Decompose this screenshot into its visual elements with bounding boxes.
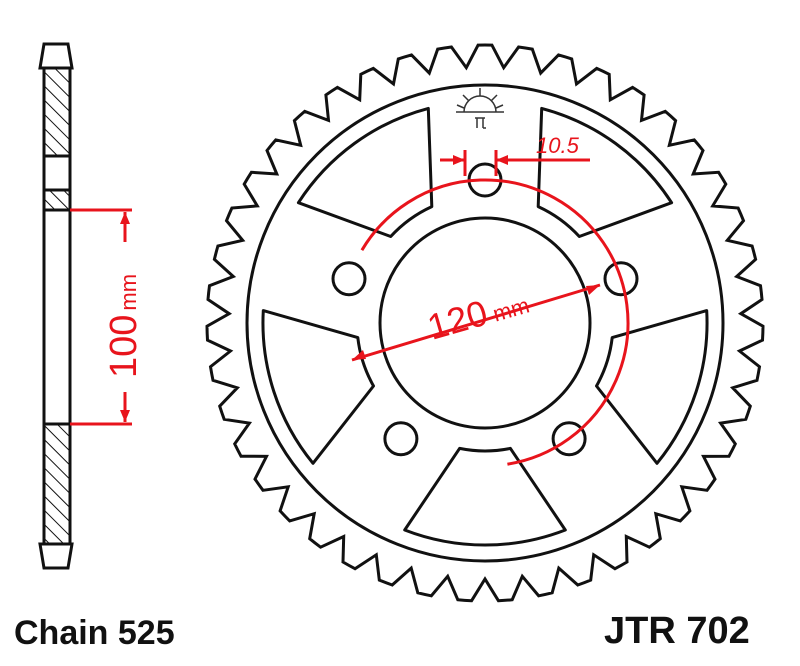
- lightening-windows: [261, 106, 709, 547]
- pcd-label: 120mm: [423, 280, 533, 348]
- jt-sun-logo-icon: [456, 88, 504, 129]
- window: [403, 446, 567, 547]
- bolt-hole: [331, 261, 367, 297]
- window: [296, 106, 434, 238]
- height-dim-label: 100mm: [103, 274, 145, 378]
- window: [536, 106, 674, 238]
- bolt-hole: [383, 421, 419, 457]
- pcd-dimension: [351, 178, 630, 466]
- side-profile: [38, 42, 74, 570]
- window: [261, 309, 375, 465]
- bolt-hole-dim-label: 10.5: [536, 133, 580, 158]
- bolt-hole-dimension: [440, 150, 590, 176]
- part-number-label: JTR 702: [604, 610, 750, 652]
- window: [595, 309, 709, 465]
- inner-rim-circle: [245, 83, 725, 563]
- sprocket-teeth-outline: [205, 43, 765, 603]
- height-dimension: [70, 208, 132, 426]
- chain-size-label: Chain 525: [14, 614, 175, 652]
- center-hole: [378, 216, 592, 430]
